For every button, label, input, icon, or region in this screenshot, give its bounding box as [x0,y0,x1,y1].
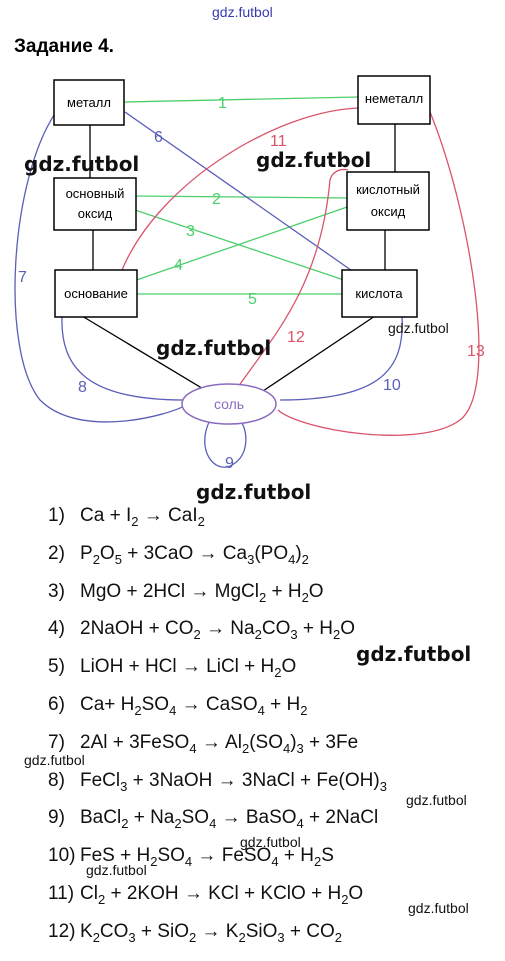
equation-number: 2) [48,542,65,564]
node-nonmetal: неметалл [365,91,423,106]
equation-number: 9) [48,807,65,829]
equation-number: 7) [48,731,65,753]
equation-formula: FeCl3 + 3NaOH → 3NaCl + Fe(OH)3 [80,769,387,794]
equation-6: 6) Ca+ H2SO4 → CaSO4 + H2 [48,694,307,718]
equation-number: 10) [48,845,76,867]
link-2 [134,195,349,199]
watermark: gdz.futbol [256,148,372,172]
equation-11: 11)Cl2 + 2KOH → KCl + KClO + H2O [48,883,363,907]
node-acid-oxide-line2: оксид [371,204,406,219]
equation-formula: Cl2 + 2KOH → KCl + KClO + H2O [80,883,364,907]
watermark: gdz.futbol [406,792,467,808]
link-11 [121,107,361,271]
node-acid-box [341,269,418,318]
link-label-13: 13 [467,343,485,360]
equation-number: 8) [48,769,65,791]
equation-formula: BaCl2 + Na2SO4 → BaSO4 + 2NaCl [80,807,379,832]
watermark: gdz.futbol [240,834,301,850]
equation-number: 3) [48,580,65,602]
reaction-diagram: металл неметалл основный оксид кислотный… [14,75,485,472]
link-label-9: 9 [225,455,234,472]
link-acid-salt [259,315,376,394]
link-10 [279,315,403,401]
node-basic-oxide-box [53,177,137,231]
link-label-2: 2 [212,191,221,208]
link-label-6: 6 [154,129,163,146]
equation-12: 12)K2CO3 + SiO2 → K2SiO3 + CO2 [48,921,342,945]
watermark: gdz.futbol [388,320,449,336]
node-base: основание [64,286,128,301]
link-3 [134,209,351,283]
equation-number: 4) [48,618,65,640]
equation-number: 11) [48,883,75,904]
node-base-box [54,269,138,318]
link-8 [61,315,185,401]
node-basic-oxide-line1: основный [66,186,125,201]
equation-formula: K2CO3 + SiO2 → K2SiO3 + CO2 [80,920,342,945]
watermark: gdz.futbol [408,900,469,916]
node-acid-oxide-line1: кислотный [356,182,420,197]
link-label-3: 3 [186,223,195,240]
equation-number: 12) [48,920,76,942]
task-title: Задание 4. [14,36,114,57]
equation-formula: Ca + I2 → CaI2 [80,505,205,529]
equation-2: 2) P2O5 + 3CaO → Ca3(PO4)2 [48,543,309,567]
link-label-11: 11 [270,133,287,150]
equation-number: 1) [48,505,65,526]
link-label-5: 5 [248,291,257,308]
equation-3: 3) MgO + 2HCl → MgCl2 + H2O [48,581,324,605]
node-acid-oxide-box [346,171,430,231]
node-salt: соль [214,396,244,412]
link-label-7: 7 [18,269,27,286]
watermark: gdz.futbol [24,152,140,176]
watermark: gdz.futbol [24,752,85,768]
equation-number: 6) [48,694,65,715]
link-label-8: 8 [78,379,87,396]
link-4 [124,205,351,285]
equation-formula: P2O5 + 3CaO → Ca3(PO4)2 [80,542,309,567]
watermark-top: gdz.futbol [212,4,273,20]
equation-number: 5) [48,656,65,678]
link-12 [235,168,349,391]
link-label-12: 12 [287,329,305,346]
link-1 [124,96,359,103]
link-7 [14,111,187,423]
watermark: gdz.futbol [196,480,312,504]
node-metal-box [53,79,125,126]
equation-8: 8) FeCl3 + 3NaOH → 3NaCl + Fe(OH)3 [48,770,387,794]
equation-5: 5) LiOH + HCl → LiCl + H2O [48,656,296,680]
link-13 [277,111,480,436]
link-6 [124,111,359,276]
equation-formula: 2NaOH + CO2 → Na2CO3 + H2O [80,618,355,643]
equation-formula: LiOH + HCl → LiCl + H2O [80,656,297,680]
watermark: gdz.futbol [356,642,472,666]
link-9 [204,419,247,468]
node-basic-oxide-line2: оксид [78,206,113,221]
equation-formula: FeS + H2SO4 → FeSO4 + H2S [80,845,334,869]
equation-10: 10)FeS + H2SO4 → FeSO4 + H2S [48,845,334,869]
equation-formula: Ca+ H2SO4 → CaSO4 + H2 [80,694,308,718]
link-label-10: 10 [383,377,401,394]
link-label-1: 1 [218,95,227,112]
equation-formula: MgO + 2HCl → MgCl2 + H2O [80,580,324,605]
node-nonmetal-box [357,75,431,125]
watermark: gdz.futbol [86,862,147,878]
node-acid: кислота [355,286,403,301]
equation-9: 9) BaCl2 + Na2SO4 → BaSO4 + 2NaCl [48,807,378,831]
equation-7: 7) 2Al + 3FeSO4 → Al2(SO4)3 + 3Fe [48,732,358,756]
equation-formula: 2Al + 3FeSO4 → Al2(SO4)3 + 3Fe [80,731,359,756]
equation-4: 4) 2NaOH + CO2 → Na2CO3 + H2O [48,618,355,642]
link-label-4: 4 [174,257,183,274]
node-salt-ellipse [181,383,277,425]
node-metal: металл [67,95,111,110]
watermark: gdz.futbol [156,336,272,360]
equation-1: 1) Ca + I2 → CaI2 [48,505,205,529]
link-base-salt [81,315,211,394]
